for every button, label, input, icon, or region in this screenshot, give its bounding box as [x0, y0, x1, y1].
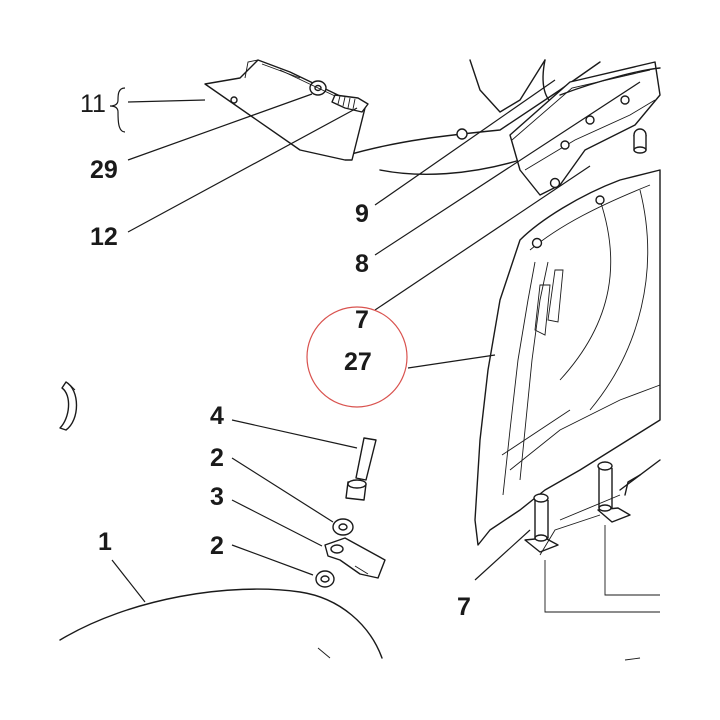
pin-4	[345, 437, 377, 501]
leader-lines	[109, 79, 641, 603]
highlight-circle	[306, 306, 408, 408]
bracket-11	[204, 59, 366, 161]
label-2-lower: 2	[210, 532, 224, 560]
label-27: 27	[344, 348, 372, 376]
label-7-lower: 7	[457, 593, 471, 621]
cover-panel-27	[474, 128, 661, 546]
label-12: 12	[90, 223, 118, 251]
dimension-bracket	[544, 525, 660, 661]
clip-3	[324, 537, 386, 579]
mount-stud-7-left	[524, 493, 559, 553]
label-3: 3	[210, 483, 224, 511]
label-1: 1	[98, 528, 112, 556]
label-7-upper: 7	[355, 306, 369, 334]
label-29: 29	[90, 156, 118, 184]
label-8: 8	[355, 250, 369, 278]
label-9: 9	[355, 200, 369, 228]
hook-fragment	[59, 381, 78, 431]
label-2-upper: 2	[210, 444, 224, 472]
washer-2-lower	[315, 570, 335, 588]
label-4: 4	[210, 402, 224, 430]
bracket-tab-right	[539, 459, 661, 556]
upper-housing	[347, 59, 661, 196]
washer-2-upper	[332, 518, 354, 536]
label-11: 11	[80, 90, 106, 118]
mount-stud-7-right	[597, 461, 631, 523]
screw-12	[279, 69, 369, 113]
fender-1	[59, 588, 383, 659]
